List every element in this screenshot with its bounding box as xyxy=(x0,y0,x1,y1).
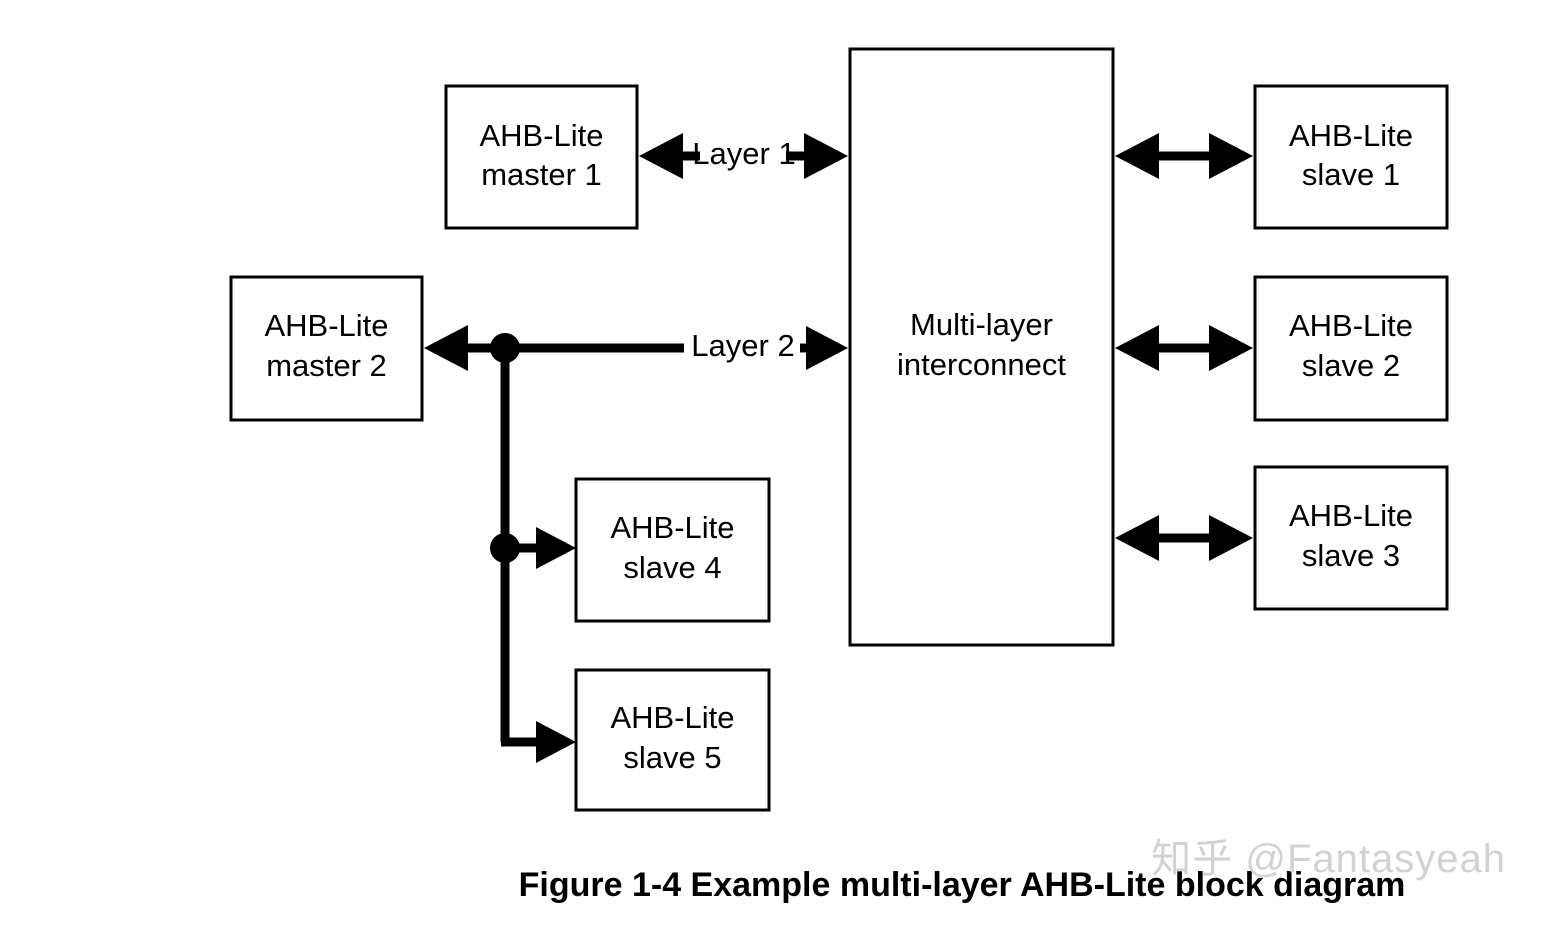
connector-layer-2-label: Layer 2 xyxy=(691,328,794,363)
block-slave-4-label-line2: slave 4 xyxy=(623,550,721,585)
block-master-1-label-line1: AHB-Lite xyxy=(479,118,603,153)
arrow-head-left-master2-icon xyxy=(424,325,468,371)
arrow-head-slave-2-left-icon xyxy=(1115,325,1159,371)
block-master-2[interactable]: AHB-Lite master 2 xyxy=(229,275,424,422)
arrow-head-left-icon xyxy=(639,133,683,179)
block-multi-layer-interconnect[interactable]: Multi-layer interconnect xyxy=(848,47,1115,647)
arrow-head-slave-2-right-icon xyxy=(1209,325,1253,371)
junction-dot-slave-4 xyxy=(490,533,520,563)
block-interconnect-label-line2: interconnect xyxy=(897,347,1066,382)
block-slave-1-label-line1: AHB-Lite xyxy=(1289,118,1413,153)
block-slave-2-label-line2: slave 2 xyxy=(1302,348,1400,383)
connector-layer-1: Layer 1 xyxy=(639,133,848,179)
arrow-head-slave-1-right-icon xyxy=(1209,133,1253,179)
connector-layer-2: Layer 2 xyxy=(424,325,848,763)
block-master-1-label-line2: master 1 xyxy=(481,157,602,192)
block-slave-5-rect xyxy=(574,668,771,812)
connector-interconnect-slave-2 xyxy=(1115,325,1253,371)
block-master-2-label-line2: master 2 xyxy=(266,348,387,383)
block-master-1-rect xyxy=(444,84,639,230)
block-slave-4-rect xyxy=(574,477,771,623)
block-master-1[interactable]: AHB-Lite master 1 xyxy=(444,84,639,230)
arrow-head-right-icon xyxy=(804,133,848,179)
connector-interconnect-slave-1 xyxy=(1115,133,1253,179)
block-slave-3-rect xyxy=(1253,465,1449,611)
block-slave-4[interactable]: AHB-Lite slave 4 xyxy=(574,477,771,623)
arrow-head-slave-4-icon xyxy=(536,527,576,569)
block-slave-4-label-line1: AHB-Lite xyxy=(610,510,734,545)
block-interconnect-label-line1: Multi-layer xyxy=(910,307,1053,342)
block-slave-5-label-line2: slave 5 xyxy=(623,740,721,775)
block-slave-1-rect xyxy=(1253,84,1449,230)
block-slave-1[interactable]: AHB-Lite slave 1 xyxy=(1253,84,1449,230)
connector-interconnect-slave-3 xyxy=(1115,515,1253,561)
block-slave-3-label-line2: slave 3 xyxy=(1302,538,1400,573)
block-interconnect-rect xyxy=(848,47,1115,647)
arrow-head-slave-3-left-icon xyxy=(1115,515,1159,561)
junction-dot-top xyxy=(490,333,520,363)
figure-caption: Figure 1-4 Example multi-layer AHB-Lite … xyxy=(519,866,1406,904)
connector-layer-1-label: Layer 1 xyxy=(692,136,795,171)
block-slave-3[interactable]: AHB-Lite slave 3 xyxy=(1253,465,1449,611)
block-slave-2-rect xyxy=(1253,275,1449,422)
block-master-2-rect xyxy=(229,275,424,422)
arrow-head-slave-3-right-icon xyxy=(1209,515,1253,561)
block-slave-3-label-line1: AHB-Lite xyxy=(1289,498,1413,533)
arrow-head-right-interconnect-icon xyxy=(806,326,848,370)
block-slave-2-label-line1: AHB-Lite xyxy=(1289,308,1413,343)
block-master-2-label-line1: AHB-Lite xyxy=(264,308,388,343)
block-slave-1-label-line2: slave 1 xyxy=(1302,157,1400,192)
arrow-head-slave-1-left-icon xyxy=(1115,133,1159,179)
arrow-head-slave-5-icon xyxy=(536,721,576,763)
block-slave-5[interactable]: AHB-Lite slave 5 xyxy=(574,668,771,812)
block-slave-5-label-line1: AHB-Lite xyxy=(610,700,734,735)
block-slave-2[interactable]: AHB-Lite slave 2 xyxy=(1253,275,1449,422)
